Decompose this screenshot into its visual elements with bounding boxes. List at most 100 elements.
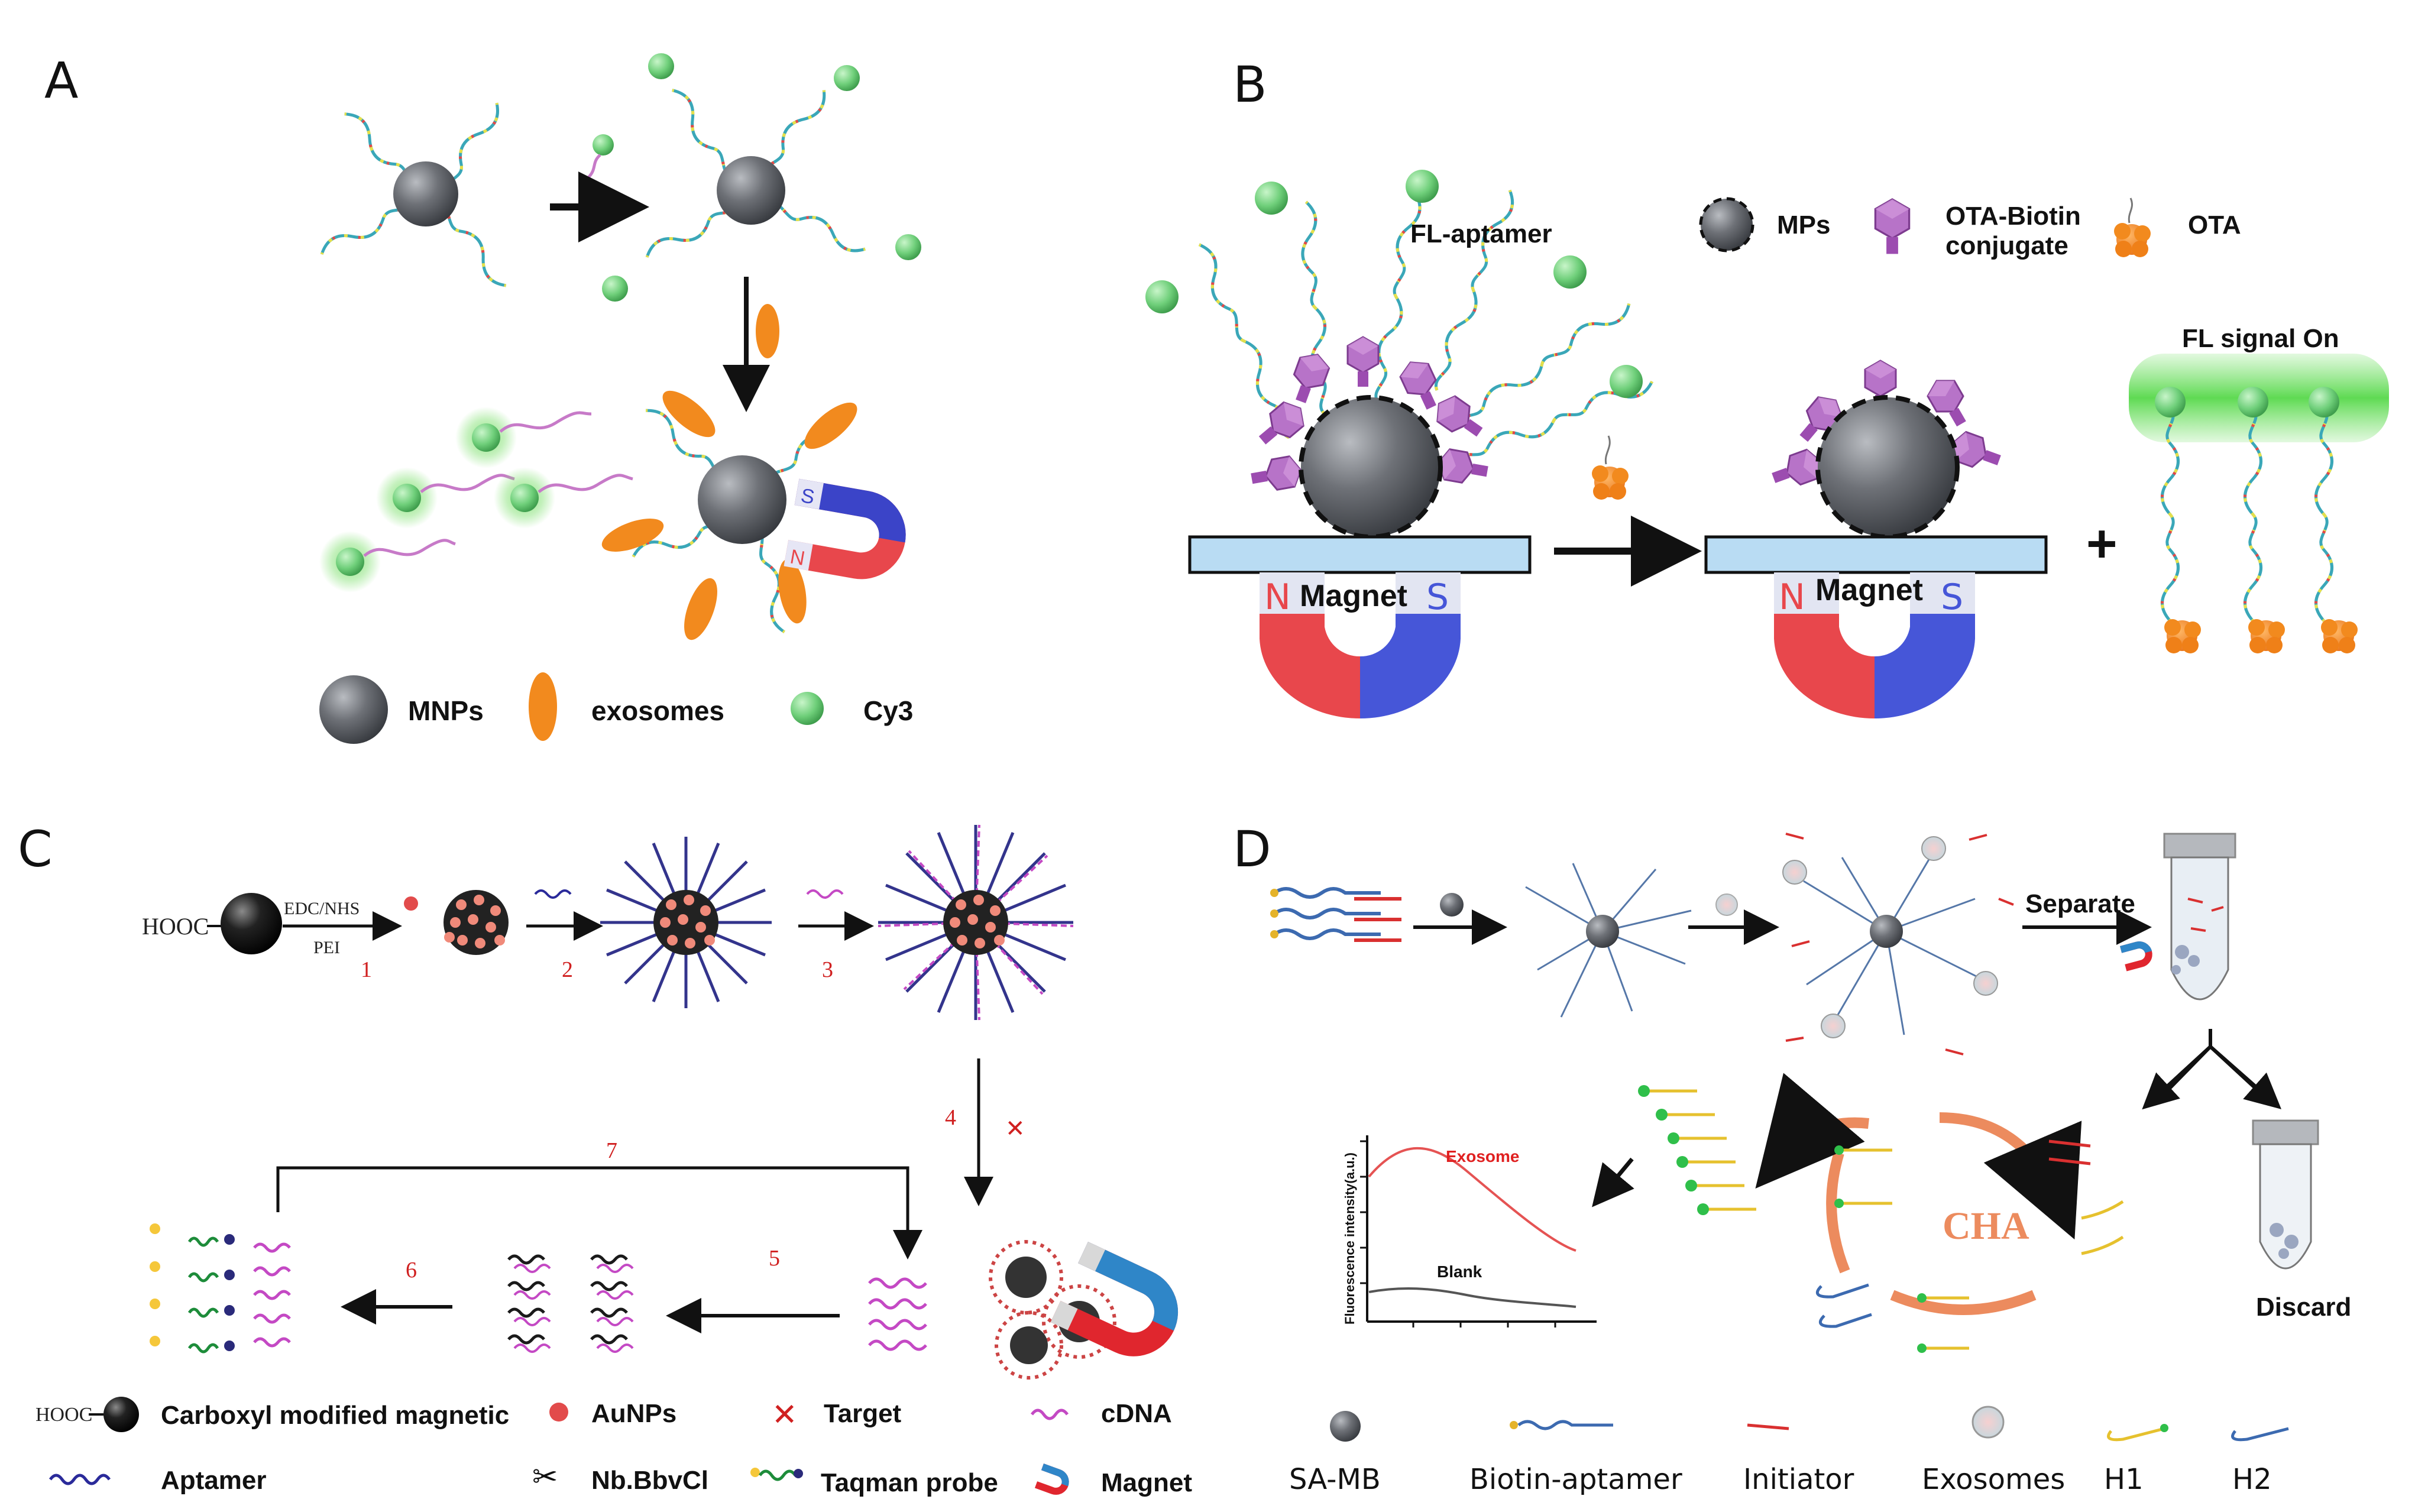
magnet-icon: S N xyxy=(784,478,906,579)
tube-separation xyxy=(2163,833,2236,1001)
samb-aptamer-complex xyxy=(1525,863,1692,1018)
mnp-aptamer-complex xyxy=(318,99,512,290)
magnet-right: N S Magnet xyxy=(1774,572,1975,718)
blank-curve-label: Blank xyxy=(1437,1262,1482,1281)
panel-a-letter: A xyxy=(44,51,78,109)
mp-conjugate-complex xyxy=(1767,360,2006,539)
ota-biotin-legend-icon xyxy=(1874,198,1911,255)
tube-discard xyxy=(2252,1119,2319,1270)
mp-bead xyxy=(1299,395,1443,539)
cdna-aptamer-bead xyxy=(878,824,1074,1021)
legend-initiator: Initiator xyxy=(1743,1463,1854,1496)
cdna-legend-icon xyxy=(1030,1409,1069,1420)
magnet-left: N S Magnet xyxy=(1260,572,1461,719)
legend-d: SA-MB Biotin-aptamer Initiator Exosomes … xyxy=(1289,1406,2289,1496)
mp-fl-aptamer-complex xyxy=(1145,170,1655,539)
panel-c-letter: C xyxy=(18,820,53,878)
chart-ylabel: Fluorescence intensity(a.u.) xyxy=(1342,1152,1357,1325)
cy3-legend-icon xyxy=(791,692,824,725)
mnps-legend-icon xyxy=(319,675,388,744)
exosomes-legend-icon xyxy=(1972,1406,2005,1439)
legend-cy3: Cy3 xyxy=(863,695,913,726)
legend-taqman: Taqman probe xyxy=(821,1468,998,1497)
step-1: 1 xyxy=(361,957,372,982)
arrow xyxy=(1592,1157,1634,1207)
panel-a: A xyxy=(44,51,921,744)
exosome-legend-icon xyxy=(529,672,557,741)
legend-aptamer: Aptamer xyxy=(161,1466,267,1495)
discard-label: Discard xyxy=(2256,1293,2351,1322)
legend-exosomes: exosomes xyxy=(591,695,724,726)
magnet-label-right: Magnet xyxy=(1815,573,1923,607)
taqman-legend-icon xyxy=(758,1469,797,1481)
mnp-hybrid-complex xyxy=(602,53,921,302)
exosome-curve-label: Exosome xyxy=(1446,1147,1520,1165)
released-cy3-probes xyxy=(319,407,633,593)
biotin-aptamers xyxy=(1270,887,1401,942)
magnet-icon xyxy=(2120,941,2152,972)
legend-hooc: HOOC xyxy=(35,1404,92,1426)
legend-mnps: MNPs xyxy=(408,695,484,726)
aunp-bead xyxy=(443,890,509,955)
legend-nb: Nb.BbvCl xyxy=(591,1466,708,1495)
step-4: 4 xyxy=(945,1105,956,1130)
magnet-icon xyxy=(1050,1242,1179,1356)
legend-h2: H2 xyxy=(2232,1463,2272,1496)
cy3-probe xyxy=(578,134,614,196)
carboxyl-legend-icon xyxy=(103,1397,139,1432)
legend-ota-biotin-1: OTA-Biotin xyxy=(1945,202,2081,231)
legend-mps: MPs xyxy=(1777,211,1830,239)
n-pole-label: N xyxy=(1264,577,1291,618)
step-7: 7 xyxy=(606,1138,617,1163)
cleaved-probes xyxy=(150,1223,291,1354)
exosome-bound-complex xyxy=(1782,833,2014,1056)
legend-target: Target xyxy=(824,1399,902,1428)
legend-magnet: Magnet xyxy=(1101,1468,1192,1497)
magnet-legend-icon xyxy=(1034,1464,1069,1495)
plus-sign: + xyxy=(2086,514,2118,574)
cha-cycle: CHA xyxy=(1755,1073,2124,1353)
legend-carboxyl: Carboxyl modified magnetic xyxy=(161,1401,509,1430)
step-2: 2 xyxy=(562,957,573,982)
step-6: 6 xyxy=(406,1258,417,1283)
initiator-legend-icon xyxy=(1747,1423,1789,1430)
legend-biotin: Biotin-aptamer xyxy=(1469,1463,1682,1496)
split-arrow xyxy=(2157,1029,2267,1102)
slide xyxy=(1704,535,2048,574)
ota-legend-icon xyxy=(2114,198,2151,257)
edc-label: EDC/NHS xyxy=(284,899,360,918)
mnp-bead xyxy=(393,161,458,226)
cha-label: CHA xyxy=(1943,1205,2029,1248)
free-cdna xyxy=(868,1277,927,1351)
legend-h1: H1 xyxy=(2104,1463,2144,1496)
panel-d-letter: D xyxy=(1233,820,1271,878)
slide xyxy=(1188,535,1532,574)
legend-exosomes: Exosomes xyxy=(1922,1463,2065,1496)
s-pole-label: S xyxy=(1941,577,1963,618)
aptamer-legend-icon xyxy=(48,1474,111,1485)
mps-legend-icon xyxy=(1699,197,1754,252)
blank-curve xyxy=(1368,1287,1576,1308)
fl-signal-label: FL signal On xyxy=(2182,324,2339,353)
released-h1 xyxy=(1638,1085,1756,1215)
panel-b: B FL-aptamer xyxy=(1145,56,2389,719)
panel-b-letter: B xyxy=(1233,56,1267,114)
separate-label: Separate xyxy=(2025,889,2135,918)
fl-aptamer-label: FL-aptamer xyxy=(1410,219,1552,248)
aptamer-bead xyxy=(600,837,772,1008)
legend-a: MNPs exosomes Cy3 xyxy=(319,672,913,744)
samb-legend-icon xyxy=(1330,1411,1361,1442)
exosome xyxy=(756,304,779,358)
h2-legend-icon xyxy=(2231,1427,2289,1442)
h1-legend-icon xyxy=(2107,1427,2165,1442)
legend-c: HOOC Carboxyl modified magnetic AuNPs ✕ … xyxy=(35,1397,1192,1497)
carboxyl-bead xyxy=(221,893,282,954)
pei-label: PEI xyxy=(313,938,340,957)
magnet-label-left: Magnet xyxy=(1300,579,1407,613)
hooc-label: HOOC xyxy=(142,913,209,940)
legend-cdna: cDNA xyxy=(1101,1399,1172,1428)
panel-c: C HOOC EDC/NHS PEI 1 2 xyxy=(18,820,1192,1497)
s-pole-label: S xyxy=(1426,577,1449,618)
n-pole-label: N xyxy=(1779,577,1805,618)
